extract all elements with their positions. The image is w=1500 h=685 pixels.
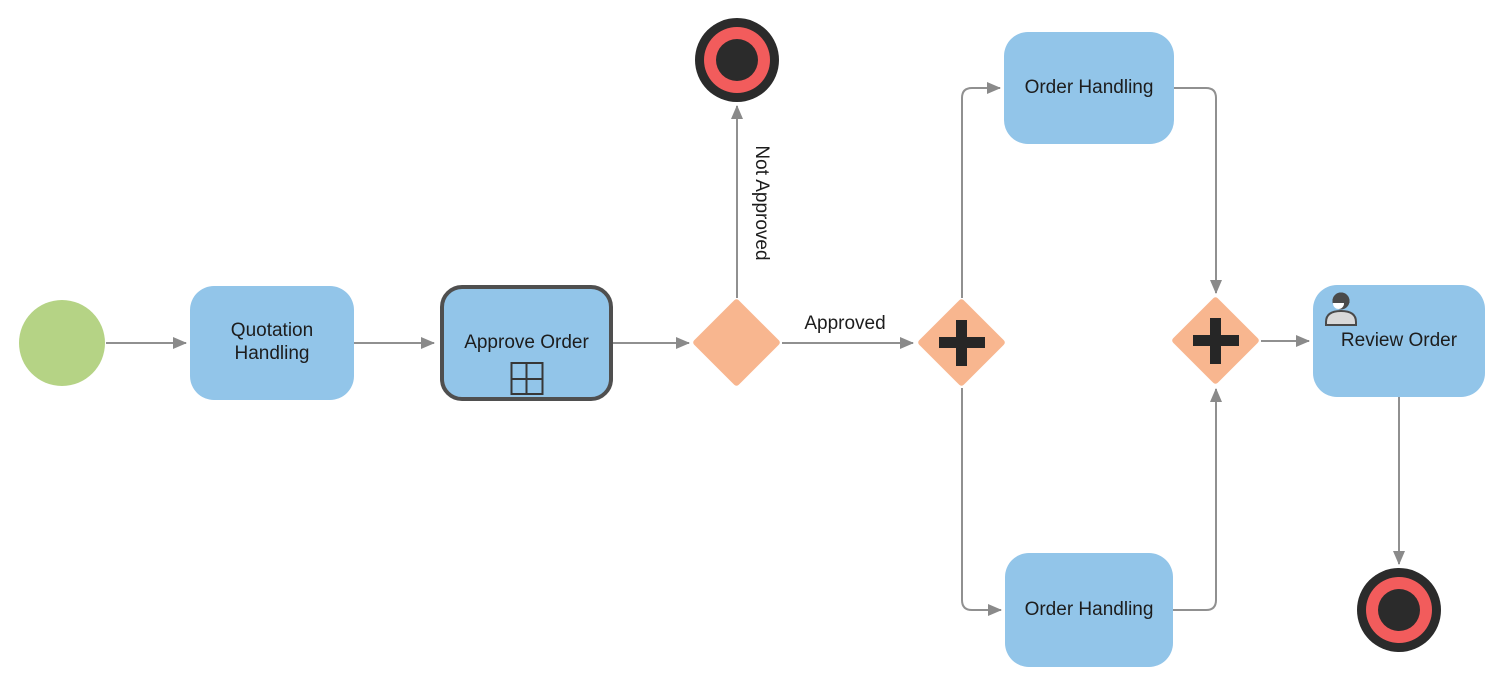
task-quotation-handling[interactable]: Quotation Handling [190, 286, 354, 400]
task-review-order[interactable]: Review Order [1313, 285, 1485, 397]
start-event[interactable] [19, 300, 105, 386]
flow-order-top-to-join[interactable] [1174, 87, 1222, 294]
flow-split-to-order-bottom[interactable] [961, 388, 1002, 616]
end-event-final[interactable] [1357, 568, 1441, 652]
task-label: Quotation Handling [230, 320, 314, 364]
flow-split-to-order-top[interactable] [961, 82, 1001, 298]
flow-label-approved: Approved [804, 313, 886, 334]
end-event-ring [704, 27, 770, 93]
parallel-gateway-split[interactable] [916, 297, 1007, 388]
task-label: Order Handling [1024, 598, 1154, 620]
task-label: Approve Order [464, 331, 589, 353]
task-label: Order Handling [1024, 76, 1154, 98]
task-approve-order[interactable]: Approve Order [440, 285, 613, 401]
task-label: Review Order [1340, 329, 1458, 351]
task-order-handling-bottom[interactable]: Order Handling [1005, 553, 1173, 667]
exclusive-gateway[interactable] [691, 297, 782, 388]
flow-label-not-approved: Not Approved [751, 145, 772, 261]
end-event-core [1378, 589, 1420, 631]
task-order-handling-top[interactable]: Order Handling [1004, 32, 1174, 144]
user-icon [1325, 292, 1357, 326]
gateway-diamond [691, 297, 782, 388]
end-event-core [716, 39, 758, 81]
end-event-not-approved[interactable] [695, 18, 779, 102]
subprocess-grid-icon [510, 362, 543, 395]
end-event-ring [1366, 577, 1432, 643]
parallel-gateway-join[interactable] [1170, 295, 1261, 386]
flow-order-bottom-to-join[interactable] [1173, 388, 1222, 611]
